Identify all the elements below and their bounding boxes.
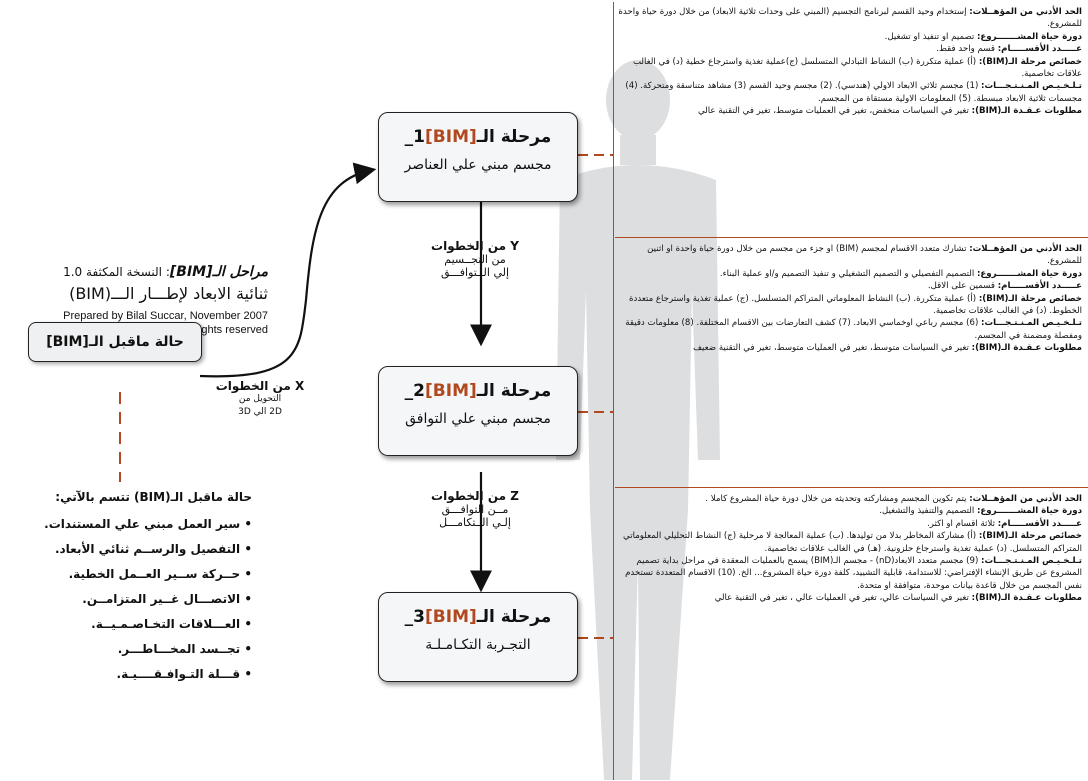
panel-row: مطلوبات عـقـدة الـ(BIM): تغير في السياسا… xyxy=(697,106,1082,117)
stage-3-prefix: مرحلة الـ xyxy=(476,607,552,627)
panel-row: عـــــدد الأقســـــام: قسم واحد فقط. xyxy=(936,44,1082,55)
list-item: العـــلاقات التخـاصـمـيــة. xyxy=(20,612,252,637)
panel-row: الحد الأدني من المؤهــلات: يتم تكوين الم… xyxy=(705,494,1082,504)
step-y-line1: من التجــسيم xyxy=(444,253,506,266)
pre-bim-box: حالة ماقبل الـ[BIM] xyxy=(28,322,202,362)
panel-row: دورة حياة المشـــــــروع: التصميم والتنف… xyxy=(879,506,1082,517)
panel-row: خصائص مرحلة الـ(BIM): (أ) مشاركة المخاطر… xyxy=(623,531,1082,554)
list-item: تجــسد المخـــاطـــر. xyxy=(20,637,252,662)
step-x-main: X من الخطوات xyxy=(215,379,305,393)
stage-2-subtitle: مجسم مبني علي التوافق xyxy=(405,411,551,427)
list-item: سير العمل مبني علي المستندات. xyxy=(20,512,252,537)
stage-2-details: الحد الأدني من المؤهــلات: تشارك متعدد ا… xyxy=(615,243,1082,355)
panel-row: الحد الأدني من المؤهــلات: تشارك متعدد ا… xyxy=(647,244,1082,267)
step-x-arrow xyxy=(199,162,377,378)
list-item: التفصيل والرســم ثنائي الأبعاد. xyxy=(20,537,252,562)
panel-row: خصائص مرحلة الـ(BIM): (أ) عملية متكررة (… xyxy=(632,56,1082,80)
panel-row: تـلـخـيـص المـنـتـجـــات: (9) مجسم متعدد… xyxy=(625,556,1082,591)
stage-3-subtitle: التجـربة التكـامـلـة xyxy=(425,637,531,653)
title-note: : النسخة المكثفة 1.0 xyxy=(63,265,170,279)
stage-1-bim: [BIM] xyxy=(425,127,477,147)
step-y-main: Y من الخطوات xyxy=(431,239,519,253)
title-heading: مراحل الـ[BIM] xyxy=(169,264,268,280)
panel-row: الحد الأدني من المؤهــلات: إستخدام وحيد … xyxy=(618,7,1082,30)
step-x-line1: التحويل من xyxy=(238,394,282,404)
step-z-label: Z من الخطوات مــن التوافـــق إلـي الــتك… xyxy=(420,489,530,530)
pre-bim-list: سير العمل مبني علي المستندات. التفصيل وا… xyxy=(20,512,252,687)
stage-1-number: 1_ xyxy=(404,127,426,147)
stage-2-box: مرحلة الـ[BIM]2_ مجسم مبني علي التوافق xyxy=(378,366,578,456)
step-z-line1: مــن التوافـــق xyxy=(441,503,509,516)
step-z-line2: إلـي الــتكامـــل xyxy=(439,516,511,529)
panel-row: مطلوبات عـقـدة الـ(BIM): تغير في السياسا… xyxy=(714,593,1082,604)
step-x-label: X من الخطوات التحويل من 2D الي 3D xyxy=(205,380,315,419)
step-y-line2: إلي الــتوافـــق xyxy=(440,266,510,279)
panel-vertical-rule xyxy=(613,2,614,780)
pre-bim-list-title: حالة ماقبل الـ(BIM) تتسم بالآتي: xyxy=(55,490,252,504)
stage-1-box: مرحلة الـ[BIM]1_ مجسم مبني علي العناصر xyxy=(378,112,578,202)
stage-1-details: الحد الأدني من المؤهــلات: إستخدام وحيد … xyxy=(615,6,1082,118)
panel-row: تـلـخـيـص المـنـتـجـــات: (6) مجسم رباعي… xyxy=(625,318,1082,341)
panel-row: مطلوبات عـقـدة الـ(BIM): تغير في السياسا… xyxy=(693,343,1082,354)
panel-row: خصائص مرحلة الـ(BIM): (أ) عملية متكررة. … xyxy=(628,293,1082,317)
panel-row: دورة حياة المشـــــــروع: تصميم او تنفيذ… xyxy=(884,31,1082,42)
stage-2-prefix: مرحلة الـ xyxy=(476,381,552,401)
human-silhouette xyxy=(556,60,720,780)
panel-divider-1 xyxy=(615,237,1088,238)
stage-3-bim: [BIM] xyxy=(425,607,477,627)
panel-row: تـلـخـيـص المـنـتـجـــات: (1) مجسم ثلاثي… xyxy=(625,81,1082,104)
stage-1-subtitle: مجسم مبني علي العناصر xyxy=(404,157,552,173)
stage-3-number: 3_ xyxy=(404,607,426,627)
stage-2-number: 2_ xyxy=(404,381,426,401)
panel-row: عـــــدد الأقســـــام: ثلاثة اقسام او اك… xyxy=(927,518,1082,529)
stage-1-prefix: مرحلة الـ xyxy=(476,127,552,147)
stage-3-details: الحد الأدني من المؤهــلات: يتم تكوين الم… xyxy=(615,493,1082,605)
list-item: الاتصـــال غــير المتزامــن. xyxy=(20,587,252,612)
panel-divider-2 xyxy=(615,487,1088,488)
title-subtitle: ثنائية الابعاد لإطـــار الـــ(BIM) xyxy=(69,284,268,303)
panel-row: دورة حياة المشـــــــروع: التصميم التفصي… xyxy=(719,268,1082,279)
panel-row: عـــــدد الأقســـــام: قسمين على الاقل. xyxy=(927,281,1082,292)
pre-bim-label: حالة ماقبل الـ[BIM] xyxy=(46,334,184,350)
stage-2-bim: [BIM] xyxy=(425,381,477,401)
step-z-main: Z من الخطوات xyxy=(431,489,519,503)
credit-author: Prepared by Bilal Succar, November 2007 xyxy=(63,310,268,322)
list-item: قـــلة التـوافـقــــيـة. xyxy=(20,662,252,687)
stage-3-box: مرحلة الـ[BIM]3_ التجـربة التكـامـلـة xyxy=(378,592,578,682)
step-y-label: Y من الخطوات من التجــسيم إلي الــتوافــ… xyxy=(420,239,530,280)
step-x-line2: 2D الي 3D xyxy=(238,407,282,417)
list-item: حــركة ســير العــمل الخطية. xyxy=(20,562,252,587)
